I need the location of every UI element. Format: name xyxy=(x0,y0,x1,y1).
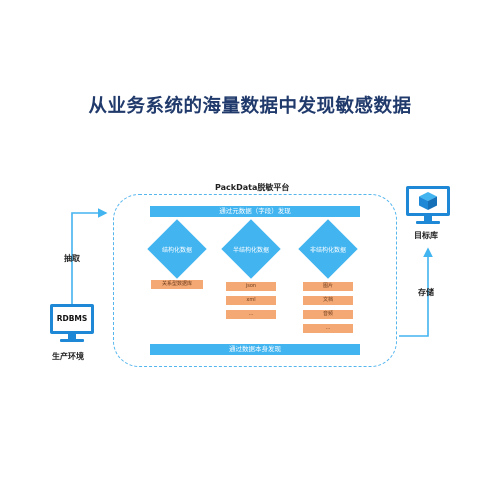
category-label: 结构化数据 xyxy=(161,246,192,254)
extract-arrow xyxy=(71,208,108,305)
chip-document: 文档 xyxy=(303,296,353,305)
chip-image: 图片 xyxy=(303,282,353,291)
page-title: 从业务系统的海量数据中发现敏感数据 xyxy=(88,96,412,117)
extract-label: 抽取 xyxy=(64,254,80,263)
semistructured-data-node: 半结构化数据 xyxy=(221,219,281,279)
data-discovery-bar: 通过数据本身发现 xyxy=(150,344,360,355)
chip-xml: xml xyxy=(226,296,276,305)
chip-more: ... xyxy=(226,310,276,319)
platform-title: PackData脱敏平台 xyxy=(215,183,290,192)
platform-container xyxy=(113,194,397,367)
category-label: 半结构化数据 xyxy=(232,246,269,254)
target-label: 目标库 xyxy=(414,231,438,240)
store-arrow xyxy=(399,247,433,337)
source-label: 生产环境 xyxy=(52,352,84,361)
category-label: 非结构化数据 xyxy=(309,246,346,254)
chip-json: json xyxy=(226,282,276,291)
unstructured-data-node: 非结构化数据 xyxy=(298,219,358,279)
chip-relational-db: 关系型数据库 xyxy=(151,280,203,289)
store-label: 存储 xyxy=(418,288,434,297)
source-screen-text: RDBMS xyxy=(56,314,88,323)
metadata-discovery-bar: 通过元数据（字段）发现 xyxy=(150,206,360,217)
chip-audio: 音频 xyxy=(303,310,353,319)
monitor-icon xyxy=(50,304,94,342)
structured-data-node: 结构化数据 xyxy=(147,219,207,279)
database-cube-monitor-icon xyxy=(406,186,450,224)
chip-more: ... xyxy=(303,324,353,333)
